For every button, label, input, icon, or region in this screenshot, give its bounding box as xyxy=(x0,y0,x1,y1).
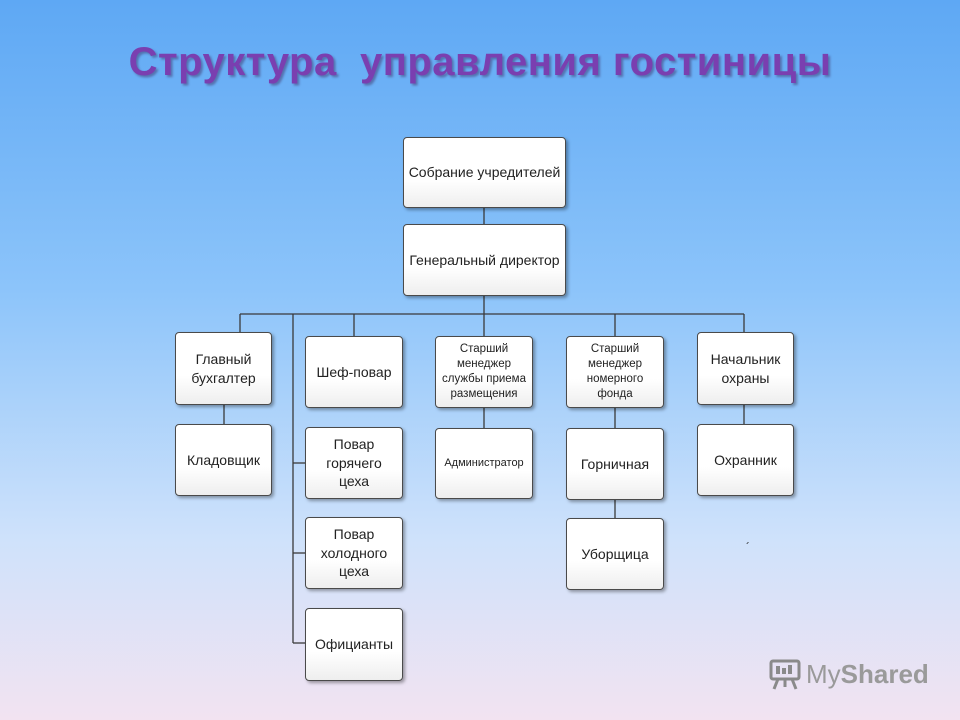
node-cold-shop-cook: Повар холодного цеха xyxy=(305,517,403,589)
watermark-text-shared: Shared xyxy=(840,658,929,689)
node-cleaner: Уборщица xyxy=(566,518,664,590)
node-senior-manager-rooms: Старший менеджер номерного фонда xyxy=(566,336,664,408)
node-storekeeper: Кладовщик xyxy=(175,424,272,496)
stray-mark: ´ xyxy=(746,540,750,554)
node-waiters: Официанты xyxy=(305,608,403,681)
node-head-security: Начальник охраны xyxy=(697,332,794,405)
node-hot-shop-cook: Повар горячего цеха xyxy=(305,427,403,499)
node-founders: Собрание учредителей xyxy=(403,137,566,208)
node-administrator: Администратор xyxy=(435,428,533,499)
page-title: Структура управления гостиницы xyxy=(128,40,832,84)
node-guard: Охранник xyxy=(697,424,794,496)
node-maid: Горничная xyxy=(566,428,664,500)
presentation-board-icon xyxy=(769,659,801,690)
node-chief-accountant: Главный бухгалтер xyxy=(175,332,272,405)
node-chef: Шеф-повар xyxy=(305,336,403,408)
node-general-director: Генеральный директор xyxy=(403,224,566,296)
node-senior-manager-reception: Старший менеджер службы приема размещени… xyxy=(435,336,533,408)
watermark-text-my: My xyxy=(806,658,841,689)
